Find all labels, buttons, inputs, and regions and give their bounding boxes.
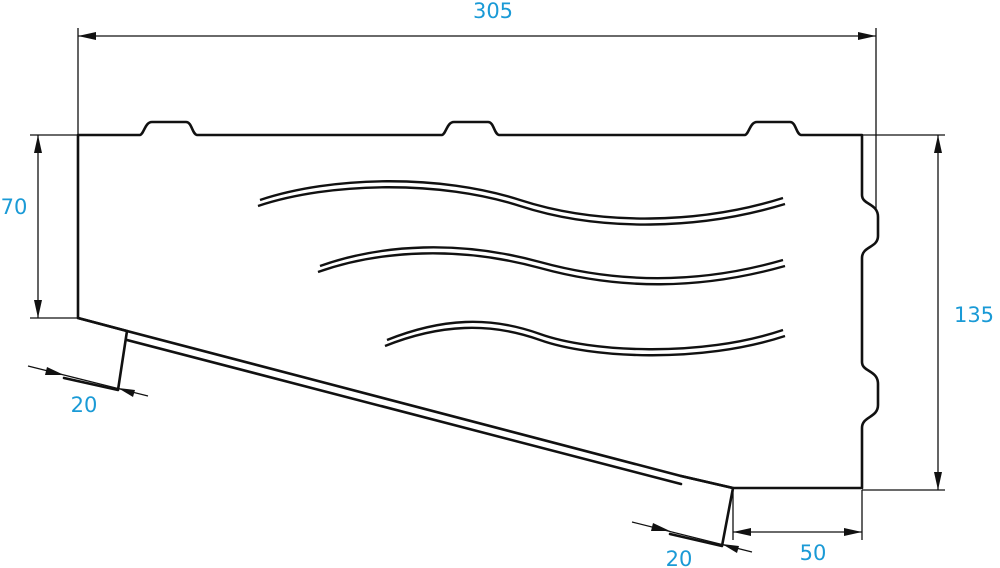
bottom-flat-arrow-right bbox=[844, 528, 862, 536]
wave-slot-bottom bbox=[384, 326, 786, 357]
left-lip-arrow-left bbox=[45, 367, 64, 375]
left-height-label: 70 bbox=[1, 195, 28, 219]
right-height-arrow-top bbox=[934, 135, 942, 153]
front-rail bbox=[125, 338, 683, 486]
bottom-flat-arrow-left bbox=[733, 528, 751, 536]
right-height-label: 135 bbox=[954, 303, 994, 327]
bottom-front-lip bbox=[668, 474, 735, 548]
shelf-outline bbox=[76, 120, 880, 490]
left-height-arrow-top bbox=[34, 135, 42, 153]
left-front-lip bbox=[62, 316, 129, 392]
wave-slot-bottom-inner bbox=[386, 320, 784, 351]
bottom-lip-arrow-left bbox=[651, 523, 670, 531]
right-height-arrow-bottom bbox=[934, 472, 942, 490]
left-lip-label: 20 bbox=[71, 393, 98, 417]
bottom-lip-label: 20 bbox=[666, 547, 693, 568]
left-lip-arrow-right bbox=[118, 388, 135, 397]
left-height-arrow-bottom bbox=[34, 300, 42, 318]
wave-slot-top-inner bbox=[259, 180, 784, 220]
width-label: 305 bbox=[473, 0, 513, 23]
width-arrow-right bbox=[858, 32, 876, 40]
wave-slot-top bbox=[257, 186, 786, 226]
wave-slot-middle bbox=[317, 252, 786, 286]
wave-slot-middle-inner bbox=[319, 246, 784, 280]
width-arrow-left bbox=[78, 32, 96, 40]
bottom-lip-arrow-right bbox=[722, 544, 739, 553]
bottom-flat-label: 50 bbox=[800, 541, 827, 565]
